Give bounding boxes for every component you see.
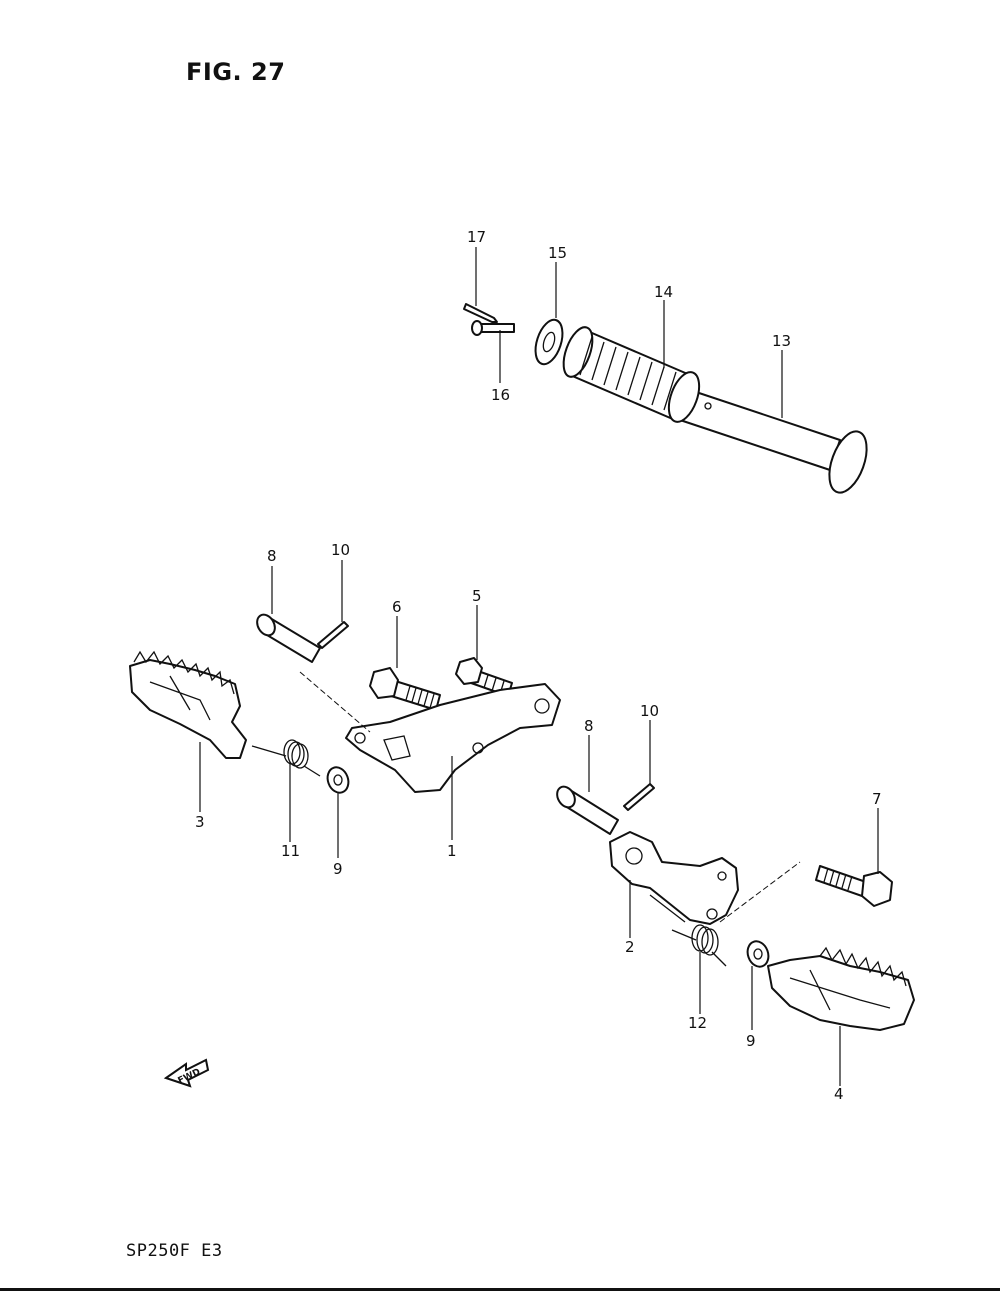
callout-1: 1 bbox=[447, 842, 457, 860]
clevis-pin-16 bbox=[471, 320, 515, 336]
callout-15: 15 bbox=[548, 244, 567, 262]
callout-3: 3 bbox=[195, 813, 205, 831]
callout-17: 17 bbox=[467, 228, 486, 246]
washer-15 bbox=[534, 318, 564, 366]
leader-lines bbox=[199, 247, 879, 1086]
rubber-grip-14 bbox=[562, 326, 701, 423]
spring-11 bbox=[251, 739, 321, 777]
cotter-pin-10-left bbox=[317, 621, 349, 649]
bolt-6 bbox=[369, 667, 441, 711]
callout-9-left: 9 bbox=[333, 860, 343, 878]
bottom-divider bbox=[0, 1288, 1000, 1291]
callout-11: 11 bbox=[281, 842, 300, 860]
callout-5: 5 bbox=[472, 587, 482, 605]
callout-13: 13 bbox=[772, 332, 791, 350]
clevis-pin-8-left bbox=[256, 613, 321, 663]
callout-2: 2 bbox=[625, 938, 635, 956]
callout-10-left: 10 bbox=[331, 541, 350, 559]
cotter-pin-10-right bbox=[623, 783, 655, 811]
callout-10-right: 10 bbox=[640, 702, 659, 720]
forward-arrow-icon: FWD bbox=[163, 1058, 210, 1088]
callout-12: 12 bbox=[688, 1014, 707, 1032]
callout-9-right: 9 bbox=[746, 1032, 756, 1050]
spring-12 bbox=[671, 924, 727, 967]
cotter-pin-17 bbox=[463, 303, 498, 323]
model-code: SP250F E3 bbox=[126, 1241, 223, 1261]
clevis-pin-8-right bbox=[556, 785, 619, 835]
callout-labels: 17 16 15 14 13 8 10 6 5 3 11 9 1 8 10 7 … bbox=[195, 228, 882, 1103]
footrest-bracket-2 bbox=[609, 831, 801, 925]
footrest-bracket-1 bbox=[299, 671, 561, 793]
callout-6: 6 bbox=[392, 598, 402, 616]
footpeg-4 bbox=[767, 946, 915, 1031]
callout-4: 4 bbox=[834, 1085, 844, 1103]
callout-16: 16 bbox=[491, 386, 510, 404]
callout-7: 7 bbox=[872, 790, 882, 808]
figure-title: FIG. 27 bbox=[186, 58, 286, 86]
callout-14: 14 bbox=[654, 283, 673, 301]
footpeg-3 bbox=[129, 650, 247, 759]
bolt-5 bbox=[455, 657, 513, 697]
washer-9-right bbox=[746, 940, 770, 968]
footrest-shaft-13 bbox=[679, 389, 868, 494]
washer-9-left bbox=[326, 766, 350, 794]
callout-8-left: 8 bbox=[267, 547, 277, 565]
callout-8-right: 8 bbox=[584, 717, 594, 735]
bolt-7 bbox=[815, 865, 893, 907]
